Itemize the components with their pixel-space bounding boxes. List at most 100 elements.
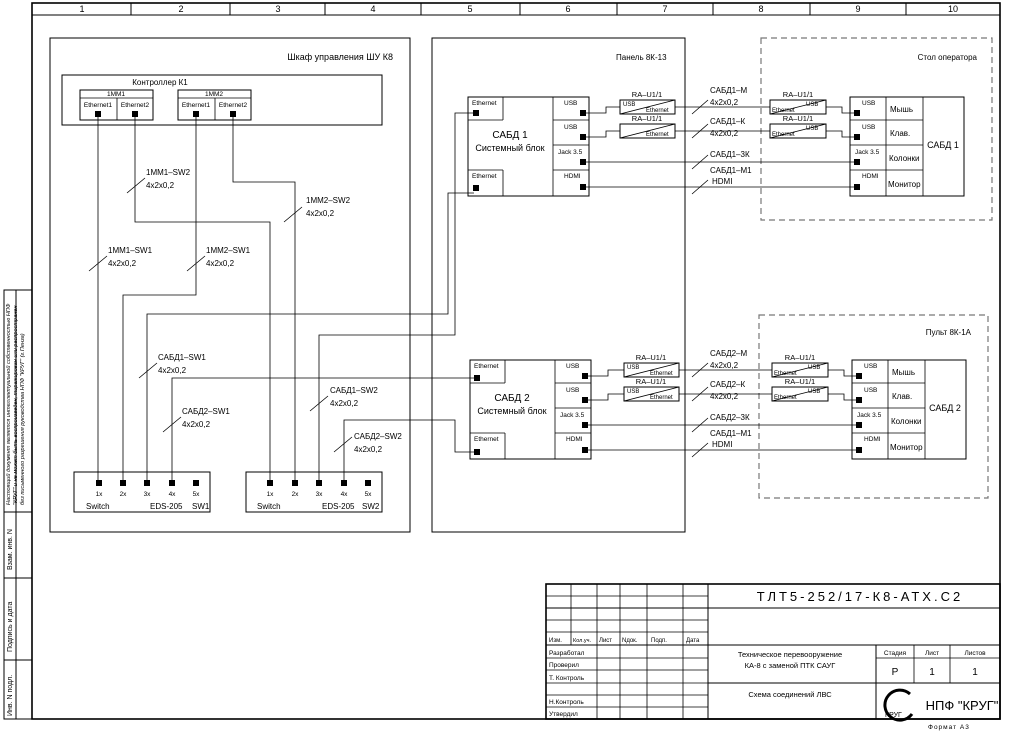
console-title: Пульт 8К-1А — [926, 328, 972, 337]
extender-usb: USB — [623, 102, 635, 108]
port-label: Jack 3.5 — [855, 149, 880, 156]
extender-usb: USB — [808, 365, 820, 371]
cable-name: САБД1–SW1 — [158, 353, 206, 362]
link-name: САБД1–М1 — [710, 166, 752, 175]
column-number: 2 — [178, 4, 183, 14]
port-label: HDMI — [862, 173, 879, 180]
wire-1mm2-sw1 — [122, 117, 197, 480]
cable-name: САБД2–SW1 — [182, 407, 230, 416]
usb-extender-box — [623, 362, 680, 378]
link-name: САБД1–К — [710, 117, 746, 126]
switch-port-icon — [316, 480, 322, 486]
side-stamp: Настоящий документ является интеллектуал… — [3, 289, 33, 720]
paper-format: Формат А3 — [928, 724, 970, 731]
control-cabinet — [49, 37, 411, 533]
port-label: Ethernet1 — [84, 102, 113, 109]
usb-extender-box — [619, 99, 676, 115]
cable-name: САБД2–SW2 — [354, 432, 402, 441]
cable-spec: 4x2x0,2 — [330, 399, 359, 408]
column-number: 4 — [370, 4, 375, 14]
device-monitor: Монитор — [890, 443, 923, 452]
link-spec: 4x2x0,2 — [710, 392, 739, 401]
switch-model: EDS-205 — [322, 502, 355, 511]
switch-sw2: 1x 2x 3x 4x 5x Switch EDS-205 SW2 — [245, 471, 383, 513]
controller-module-1mm2: 1ММ2 Ethernet1 Ethernet2 — [177, 89, 252, 121]
sheet-title: Схема соединений ЛВС — [748, 690, 832, 699]
switch-port-icon — [120, 480, 126, 486]
cabinet-wiring — [88, 112, 474, 480]
cable-spec: 4x2x0,2 — [182, 420, 211, 429]
header-change: Изм. — [549, 638, 562, 644]
usb-port-icon — [580, 110, 586, 116]
extender-name: RA–U1/1 — [636, 377, 666, 386]
cable-name: 1ММ2–SW2 — [306, 196, 351, 205]
switch-port-label: 4x — [341, 491, 349, 498]
port-label: USB — [564, 100, 577, 107]
extender-eth: Ethernet — [646, 108, 669, 114]
sabd1-unit: Ethernet Ethernet САБД 1 Системный блок … — [467, 96, 590, 197]
link-name: САБД1–3К — [710, 150, 750, 159]
port-label: Jack 3.5 — [857, 412, 882, 419]
extender-eth: Ethernet — [650, 371, 673, 377]
ethernet-port-icon — [474, 375, 480, 381]
wire-1mm2-sw2 — [232, 117, 296, 480]
device-mouse: Мышь — [890, 105, 913, 114]
port-label: USB — [864, 363, 877, 370]
switch-model: EDS-205 — [150, 502, 183, 511]
panel-title: Панель 8К-13 — [616, 53, 667, 62]
extender-eth: Ethernet — [646, 132, 669, 138]
link-spec: HDMI — [712, 177, 732, 186]
extender-usb: USB — [808, 389, 820, 395]
usb-extender-box — [619, 123, 676, 139]
sabd2-unit: Ethernet Ethernet САБД 2 Системный блок … — [469, 359, 592, 460]
column-number: 1 — [79, 4, 84, 14]
extender-usb: USB — [806, 102, 818, 108]
extender-usb: USB — [627, 389, 639, 395]
operator-desk-title: Стол оператора — [918, 53, 978, 62]
link-name: САБД2–К — [710, 380, 746, 389]
project-line-2: КА-8 с заменой ПТК САУГ — [745, 661, 836, 670]
usb-extender-box — [623, 386, 680, 402]
switch-port-icon — [292, 480, 298, 486]
port-label: HDMI — [864, 436, 881, 443]
hdmi-port-icon — [854, 184, 860, 190]
cabinet-title: Шкаф управления ШУ К8 — [287, 52, 393, 62]
port-label: Ethernet2 — [121, 102, 150, 109]
port-label: USB — [564, 124, 577, 131]
extender-name: RA–U1/1 — [632, 90, 662, 99]
role-tech-control: Т. Контроль — [549, 675, 585, 682]
controller-k1 — [61, 74, 383, 126]
column-number: 7 — [662, 4, 667, 14]
sabd2-title: САБД 2 — [494, 393, 530, 404]
port-label: USB — [566, 363, 579, 370]
usb-port-icon — [856, 373, 862, 379]
link-labels-sabd2: САБД2–М 4x2x0,2 САБД2–К 4x2x0,2 САБД2–3К… — [710, 349, 752, 449]
extender-eth: Ethernet — [774, 371, 797, 377]
switch-label: Switch — [86, 502, 110, 511]
wire-1mm1-sw2 — [134, 117, 271, 480]
switch-id: SW1 — [192, 502, 210, 511]
sabd1-subtitle: Системный блок — [475, 143, 544, 153]
column-number: 3 — [275, 4, 280, 14]
title-block: ТЛТ5-252/17-К8-АТХ.С2 Изм. Кол.уч. Лист … — [545, 583, 1001, 722]
links-sabd2 — [588, 362, 856, 458]
extender-eth: Ethernet — [772, 132, 795, 138]
switch-port-icon — [169, 480, 175, 486]
sign-date-label: Подпись и дата — [7, 602, 14, 652]
wire-sabd1-sw1 — [146, 192, 474, 480]
device-keyboard: Клав. — [890, 129, 910, 138]
sabd1-title: САБД 1 — [492, 130, 528, 141]
column-ruler: 1 2 3 4 5 6 7 8 9 10 — [79, 3, 958, 15]
usb-port-icon — [580, 134, 586, 140]
ethernet-port-icon — [473, 110, 479, 116]
usb-port-icon — [854, 110, 860, 116]
column-number: 10 — [948, 4, 958, 14]
role-checker: Проверил — [549, 662, 579, 669]
device-mouse: Мышь — [892, 368, 915, 377]
header-date: Дата — [686, 638, 700, 644]
link-spec: 4x2x0,2 — [710, 361, 739, 370]
extender-usb: USB — [806, 126, 818, 132]
wire-sabd1-sw2 — [318, 112, 474, 480]
sabd2-subtitle: Системный блок — [477, 406, 546, 416]
